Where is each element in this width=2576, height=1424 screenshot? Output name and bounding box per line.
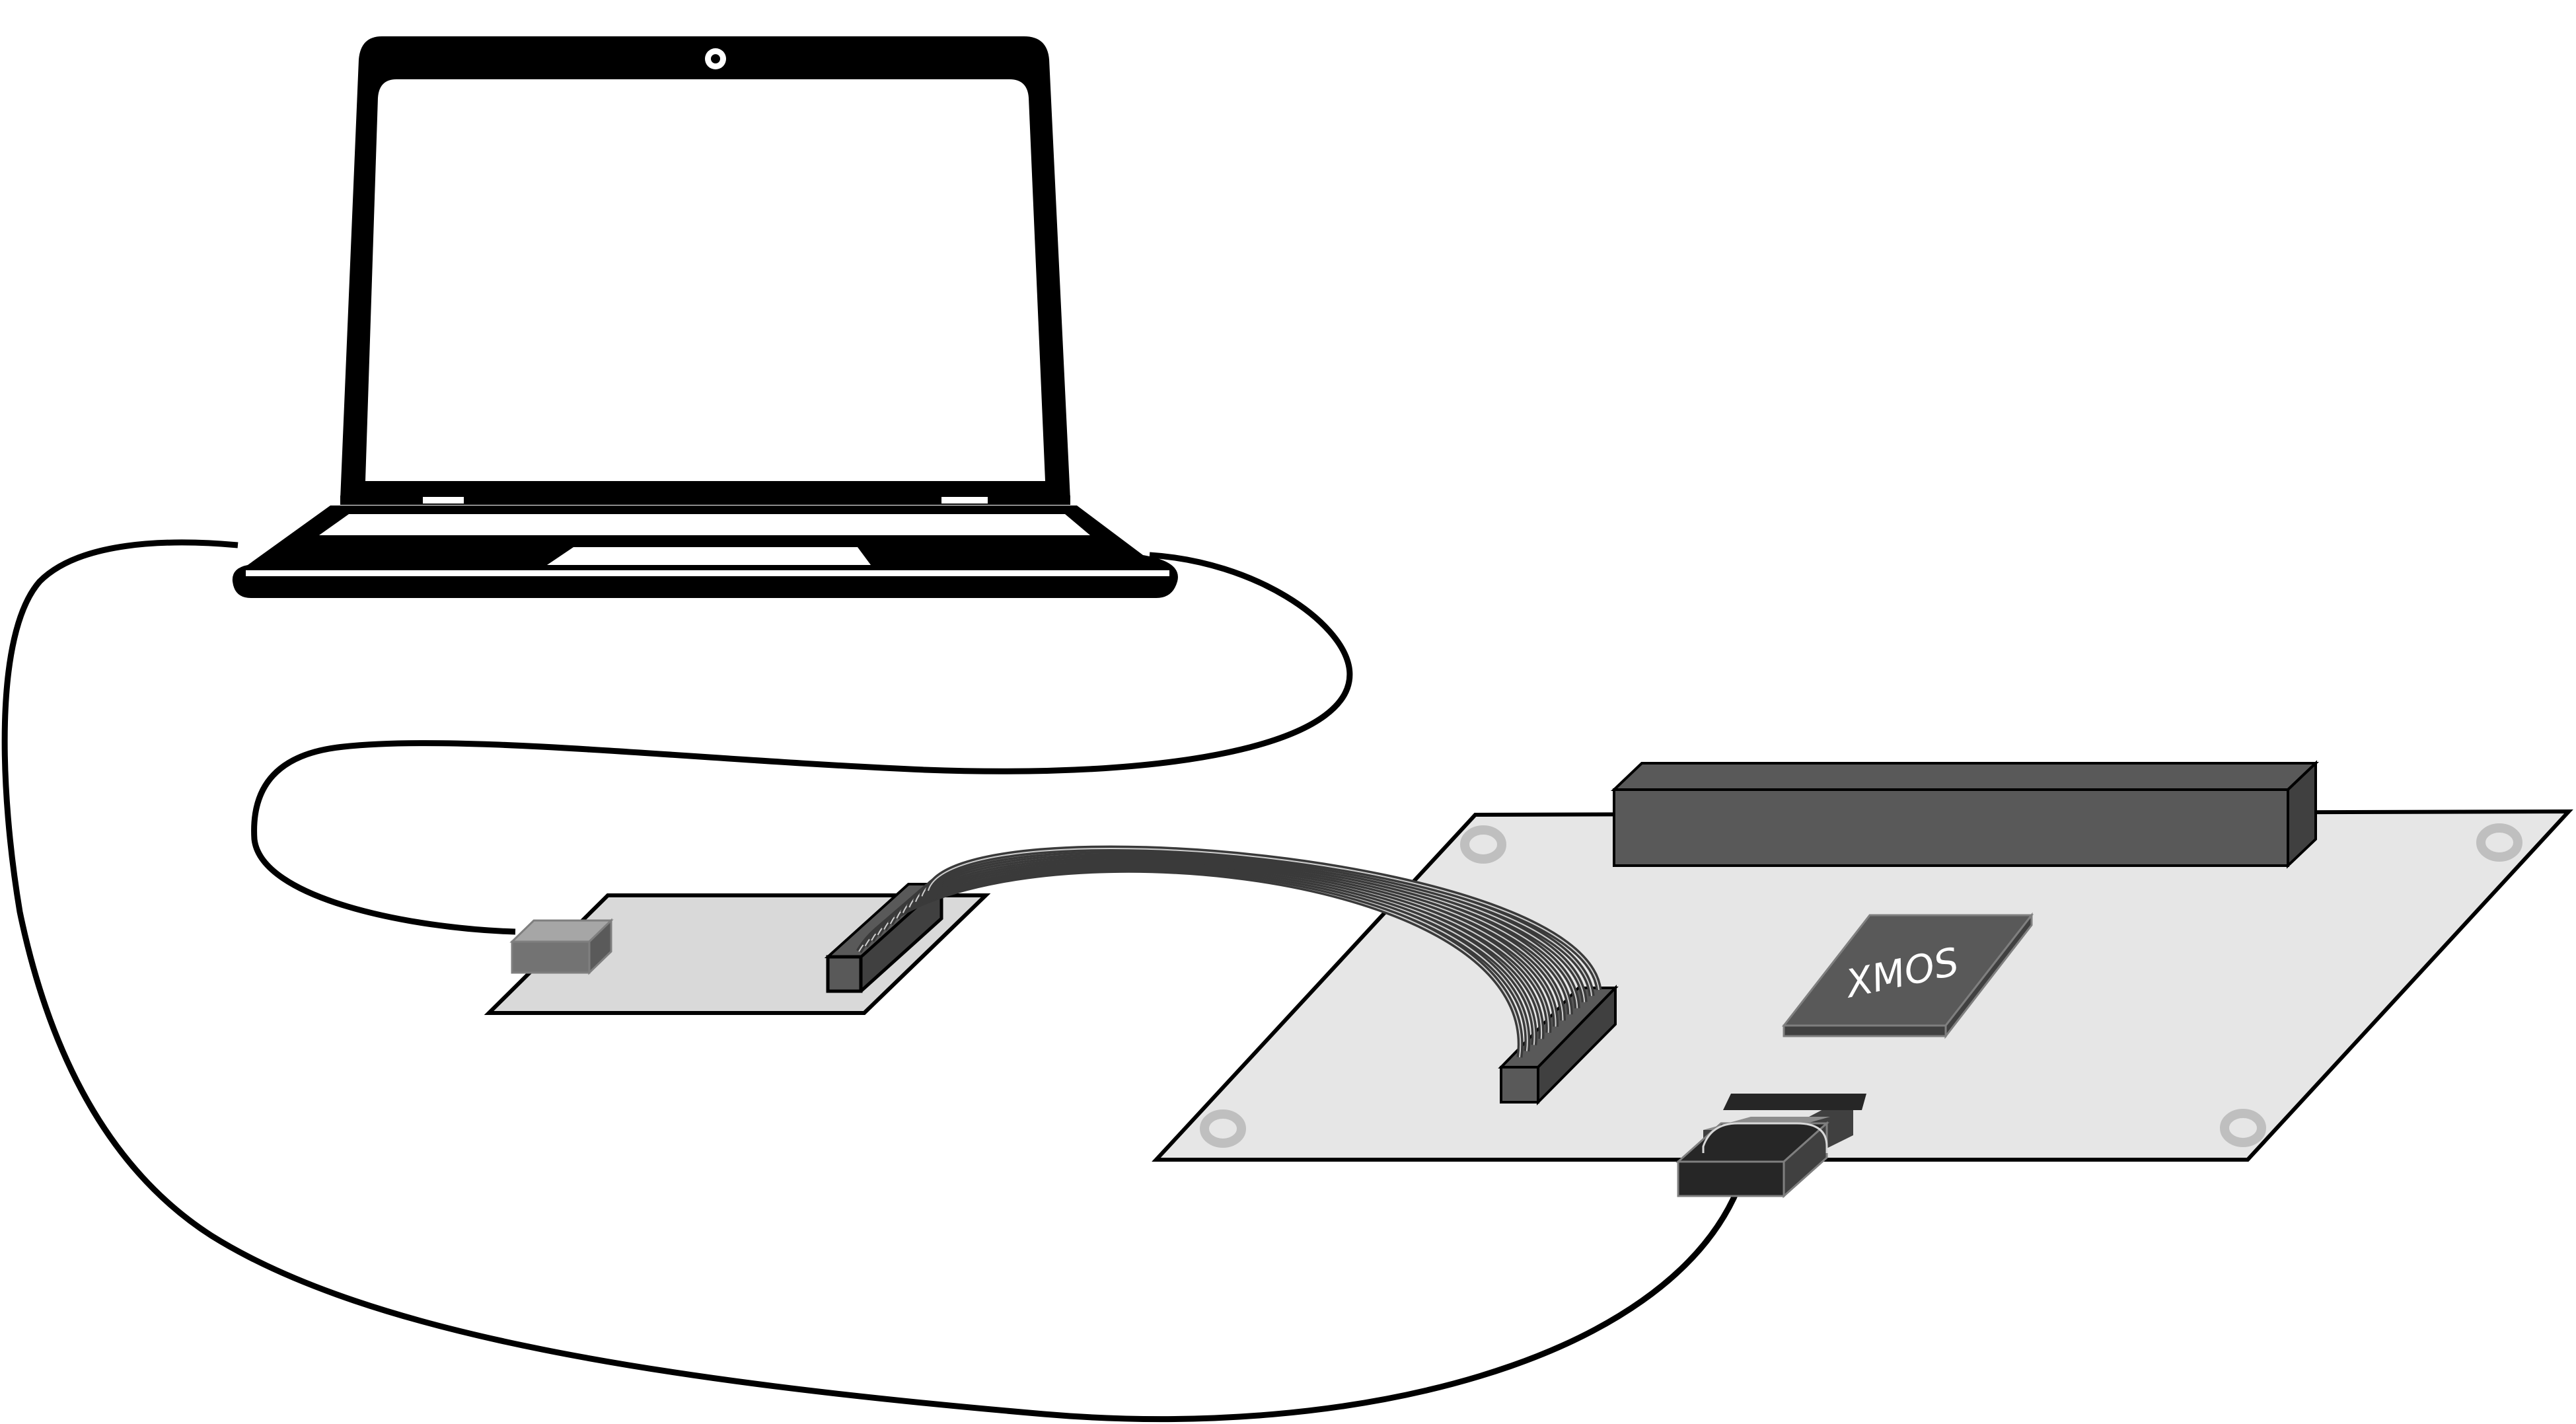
laptop-hinge — [340, 496, 1070, 505]
laptop-icon — [232, 36, 1178, 598]
usb-cable-debug-adapter — [1, 539, 1741, 1422]
mount-hole-icon — [2220, 1109, 2266, 1147]
edge-connector — [1611, 760, 2319, 869]
laptop-keyboard-area — [319, 514, 1090, 535]
mounting-holes — [1200, 823, 2522, 1148]
ribbon-cable — [856, 845, 1602, 1058]
ribbon-wire-highlight — [928, 848, 1600, 991]
debug-usb-connector — [509, 918, 614, 975]
main-board-usb-plug — [1675, 1094, 1866, 1199]
laptop-display — [365, 79, 1045, 481]
mount-hole-icon — [1200, 1109, 1246, 1148]
xmos-dev-board: XMOS — [1152, 760, 2573, 1199]
laptop-trackpad — [547, 547, 871, 565]
mount-hole-icon — [1460, 825, 1506, 864]
xmos-chip: XMOS — [1781, 912, 2034, 1039]
mount-hole-icon — [2476, 823, 2522, 862]
usb-cable-main-board — [251, 552, 1353, 935]
